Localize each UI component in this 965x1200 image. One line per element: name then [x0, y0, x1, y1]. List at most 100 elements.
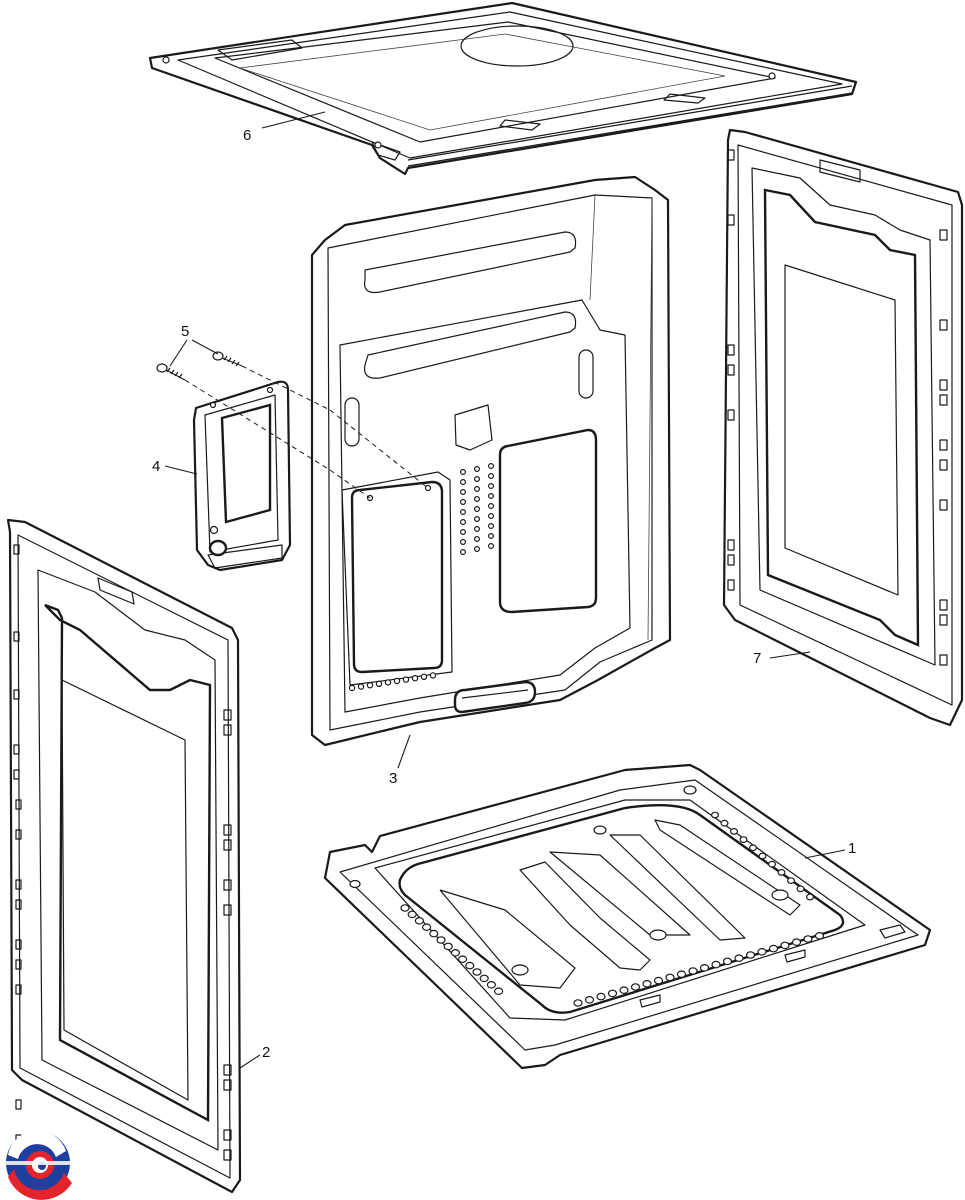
- rim-hole: [699, 963, 710, 972]
- callout-label-1: 1: [848, 840, 856, 857]
- rack-notch: [223, 724, 232, 736]
- rim-hole: [786, 877, 795, 884]
- rack-notch: [939, 499, 948, 511]
- rim-hole: [767, 860, 776, 868]
- vent-hole: [474, 525, 481, 532]
- vent-hole: [474, 466, 481, 473]
- slot-hole: [357, 683, 365, 690]
- vent-hole: [488, 503, 495, 510]
- vent-hole: [460, 528, 467, 535]
- rack-notch: [15, 879, 22, 890]
- rim-hole: [436, 936, 446, 944]
- rim-hole: [814, 931, 825, 940]
- rack-notch: [223, 839, 232, 851]
- part-4-fan-cover: [192, 380, 292, 572]
- rack-notch: [15, 939, 22, 950]
- callout-1: 1: [804, 840, 856, 859]
- vent-hole: [488, 512, 495, 519]
- rim-hole: [630, 983, 641, 991]
- rim-hole: [777, 869, 786, 876]
- rack-notch: [223, 904, 232, 916]
- bottom-panel-holes: [400, 811, 825, 1007]
- rim-hole: [486, 980, 496, 989]
- rim-hole: [768, 944, 779, 953]
- rim-hole: [796, 885, 805, 893]
- rim-hole: [803, 935, 813, 943]
- callout-7: 7: [753, 650, 811, 667]
- rim-hole: [573, 999, 583, 1007]
- rack-notch: [15, 799, 22, 810]
- part-3-rear-panel: [310, 175, 672, 747]
- rim-hole: [757, 947, 767, 956]
- rack-notch: [939, 319, 948, 331]
- rack-notch: [223, 1079, 232, 1091]
- vent-hole: [488, 483, 495, 490]
- rack-notch: [939, 614, 948, 626]
- rim-hole: [407, 910, 417, 919]
- screw-right: [212, 351, 243, 367]
- rack-notch: [13, 744, 20, 755]
- vent-hole: [488, 522, 495, 529]
- rim-hole: [676, 970, 687, 979]
- rack-notch: [13, 544, 20, 555]
- brand-swirl-logo-icon: [4, 1130, 72, 1200]
- screw-left: [156, 363, 186, 381]
- rack-notch: [223, 1064, 232, 1076]
- rim-hole: [711, 960, 721, 969]
- rack-notch: [15, 984, 22, 995]
- bottom-slot-row: [348, 672, 437, 692]
- rim-hole: [720, 819, 729, 827]
- rim-hole: [642, 979, 652, 988]
- rack-notch: [939, 599, 948, 611]
- rim-hole: [722, 957, 733, 966]
- rack-notch: [939, 229, 948, 241]
- vent-hole: [488, 473, 495, 480]
- rack-notch: [223, 1149, 232, 1161]
- ventilation-holes: [460, 463, 495, 555]
- vent-hole: [460, 499, 467, 506]
- vent-hole: [474, 496, 481, 503]
- rack-notch: [727, 554, 735, 566]
- assembly-guide-lines: [184, 365, 429, 499]
- vent-hole: [474, 486, 481, 493]
- rim-hole: [710, 811, 719, 819]
- callout-6: 6: [243, 111, 326, 144]
- vent-hole: [488, 542, 495, 549]
- rim-hole: [607, 989, 618, 998]
- part-1-bottom-panel: [323, 763, 932, 1070]
- callout-label-3: 3: [389, 770, 397, 787]
- rack-notch: [939, 654, 948, 666]
- callout-5: 5: [169, 323, 219, 367]
- vent-hole: [460, 509, 467, 516]
- rack-notch: [15, 1099, 22, 1110]
- vent-hole: [488, 493, 495, 500]
- vent-hole: [460, 538, 467, 545]
- rack-notch: [939, 394, 948, 406]
- part-5-screws: [156, 351, 243, 381]
- part-6-top-panel: [148, 1, 858, 176]
- rim-hole: [748, 844, 757, 852]
- rack-notch: [15, 959, 22, 970]
- callout-label-6: 6: [243, 127, 251, 144]
- rack-notch: [15, 899, 22, 910]
- rim-hole: [429, 929, 439, 938]
- vent-hole: [460, 479, 467, 486]
- rack-notch: [15, 829, 22, 840]
- rack-notch: [939, 439, 948, 451]
- slot-hole: [411, 675, 419, 682]
- rack-notch: [727, 344, 735, 356]
- vent-hole: [460, 548, 467, 555]
- vent-hole: [488, 532, 495, 539]
- vent-hole: [474, 515, 481, 522]
- vent-hole: [474, 476, 481, 483]
- rim-hole: [465, 961, 475, 970]
- callout-label-2: 2: [262, 1044, 270, 1061]
- rim-hole: [479, 974, 489, 983]
- rim-hole: [780, 941, 790, 950]
- rim-hole: [745, 951, 756, 959]
- slot-hole: [348, 684, 356, 692]
- rim-hole: [688, 967, 698, 975]
- rim-hole: [665, 973, 675, 982]
- rim-hole: [422, 923, 432, 932]
